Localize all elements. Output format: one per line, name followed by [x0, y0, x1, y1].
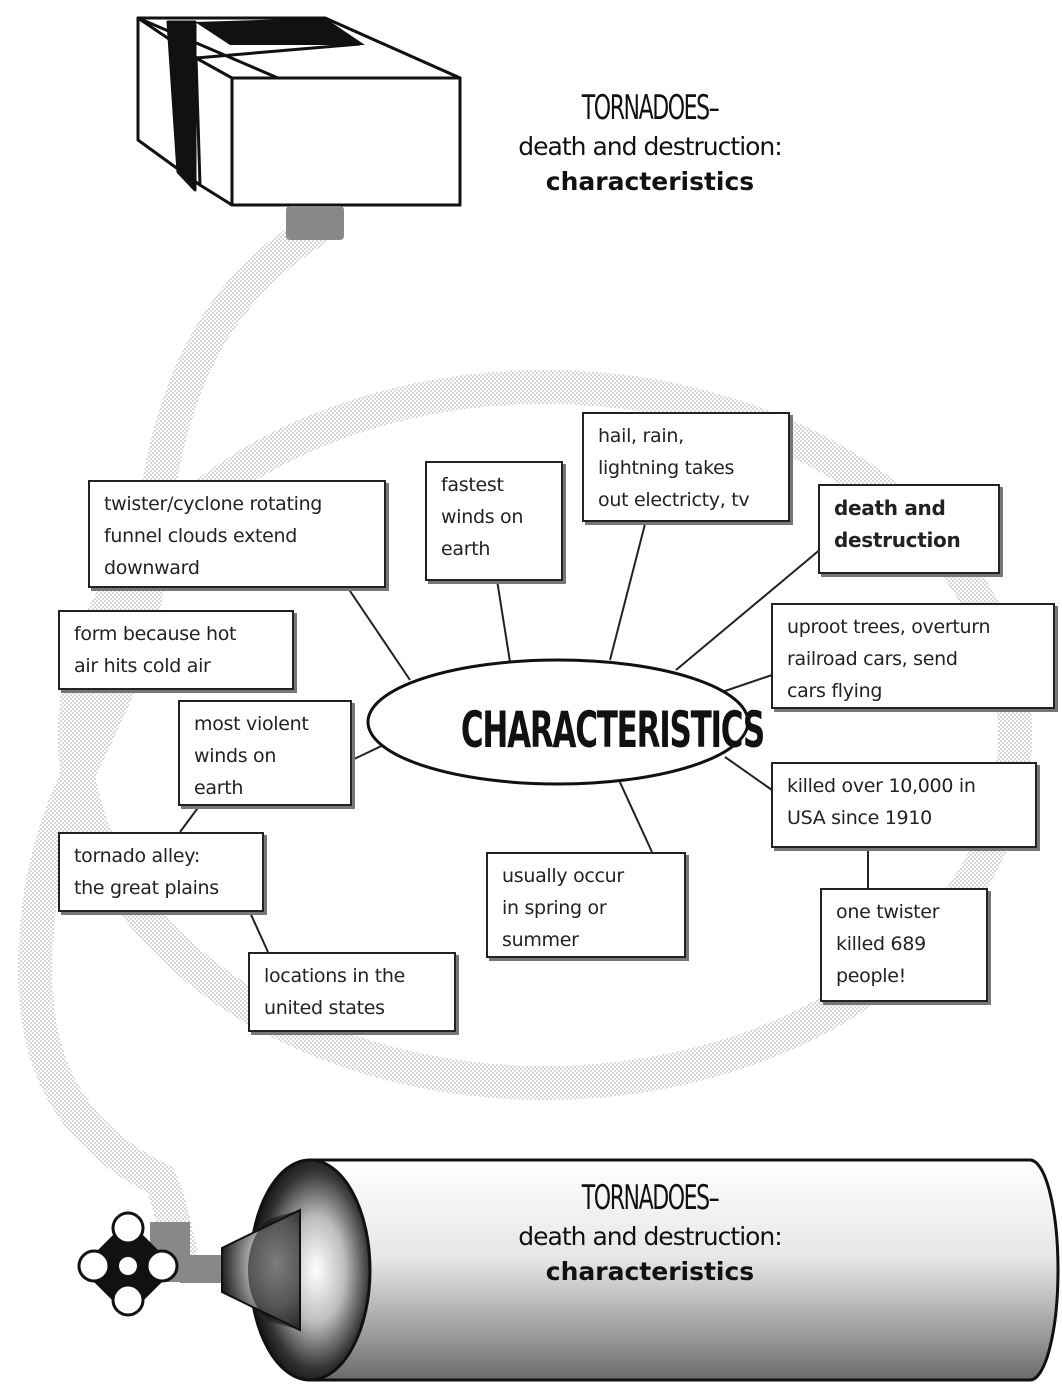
- header-title-block: TORNADOES– death and destruction: charac…: [470, 86, 830, 200]
- center-ellipse: [366, 658, 750, 786]
- header-title: TORNADOES–: [581, 88, 720, 128]
- node-line: out electricty, tv: [598, 489, 750, 511]
- node-killed: killed over 10,000 in USA since 1910: [771, 762, 1037, 848]
- node-violent: most violent winds on earth: [178, 700, 352, 806]
- node-hail: hail, rain, lightning takes out electric…: [582, 412, 790, 522]
- header-subtitle: death and destruction:: [518, 132, 782, 161]
- node-line: downward: [104, 557, 200, 579]
- node-line: summer: [502, 929, 579, 951]
- node-line: hail, rain,: [598, 425, 684, 447]
- node-line: the great plains: [74, 877, 219, 899]
- node-line: locations in the: [264, 965, 406, 987]
- plug-icon: [77, 1211, 179, 1317]
- node-uproot: uproot trees, overturn railroad cars, se…: [771, 603, 1055, 709]
- node-season: usually occur in spring or summer: [486, 852, 686, 958]
- center-label-text: CHARACTERISTICS: [460, 701, 765, 759]
- node-line: destruction: [834, 528, 961, 552]
- footer-title: TORNADOES–: [581, 1178, 720, 1218]
- node-line: lightning takes: [598, 457, 735, 479]
- node-line: fastest: [441, 474, 504, 496]
- footer-subtitle: death and destruction:: [518, 1222, 782, 1251]
- footer-title-block: TORNADOES– death and destruction: charac…: [470, 1176, 830, 1290]
- node-line: railroad cars, send: [787, 648, 958, 670]
- center-label: CHARACTERISTICS: [368, 690, 765, 770]
- box-illustration: [136, 16, 462, 240]
- node-line: people!: [836, 965, 906, 987]
- node-line: tornado alley:: [74, 845, 200, 867]
- node-line: twister/cyclone rotating: [104, 493, 323, 515]
- node-line: usually occur: [502, 865, 624, 887]
- node-line: form because hot: [74, 623, 237, 645]
- node-twister: twister/cyclone rotating funnel clouds e…: [88, 480, 386, 588]
- node-line: cars flying: [787, 680, 883, 702]
- node-alley: tornado alley: the great plains: [58, 832, 264, 912]
- footer-bold: characteristics: [545, 1257, 755, 1286]
- node-locations: locations in the united states: [248, 952, 456, 1032]
- node-line: most violent: [194, 713, 309, 735]
- node-line: death and: [834, 496, 946, 520]
- node-death: death and destruction: [818, 484, 1000, 574]
- node-line: air hits cold air: [74, 655, 211, 677]
- node-line: winds on: [441, 506, 524, 528]
- node-line: united states: [264, 997, 385, 1019]
- node-line: in spring or: [502, 897, 607, 919]
- node-line: killed over 10,000 in: [787, 775, 976, 797]
- node-line: earth: [194, 777, 244, 799]
- node-line: USA since 1910: [787, 807, 932, 829]
- swirl-band: [18, 215, 1032, 1267]
- node-line: funnel clouds extend: [104, 525, 298, 547]
- header-bold: characteristics: [545, 167, 755, 196]
- node-line: earth: [441, 538, 491, 560]
- node-form: form because hot air hits cold air: [58, 610, 294, 690]
- connector-lines: [179, 523, 869, 953]
- node-line: one twister: [836, 901, 940, 923]
- node-line: killed 689: [836, 933, 926, 955]
- node-line: winds on: [194, 745, 277, 767]
- node-fastest: fastest winds on earth: [425, 461, 563, 581]
- node-onetwister: one twister killed 689 people!: [820, 888, 988, 1002]
- node-line: uproot trees, overturn: [787, 616, 991, 638]
